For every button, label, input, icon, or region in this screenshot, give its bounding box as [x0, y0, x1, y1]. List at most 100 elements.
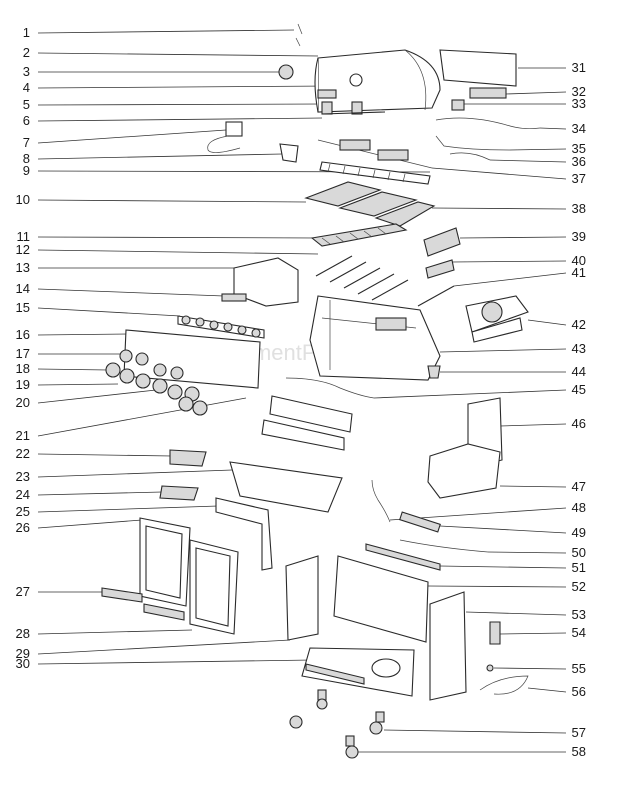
leader-line-36 — [489, 159, 567, 163]
callout-label-2: 2 — [23, 45, 30, 60]
callout-label-13: 13 — [16, 260, 30, 275]
callout-label-37: 37 — [572, 171, 586, 186]
leader-line-54 — [499, 632, 567, 635]
part-motor-bracket — [451, 99, 465, 111]
part-door-handles — [101, 587, 185, 621]
part-spit-rod — [435, 135, 511, 151]
callout-label-6: 6 — [23, 113, 30, 128]
part-rail — [365, 543, 441, 571]
part-doors — [139, 517, 239, 635]
callout-label-30: 30 — [16, 656, 30, 671]
leader-line-49 — [439, 525, 567, 534]
leader-line-2 — [37, 52, 319, 57]
callout-label-38: 38 — [572, 201, 586, 216]
callout-label-23: 23 — [16, 469, 30, 484]
part-manifold-valves — [177, 315, 265, 339]
leader-line-14 — [37, 288, 225, 297]
leader-line-21 — [37, 397, 247, 437]
part-warming-rack — [319, 161, 431, 185]
part-catch-box — [215, 497, 273, 571]
callout-label-32: 32 — [572, 84, 586, 99]
leader-line-39 — [459, 236, 567, 239]
callout-label-14: 14 — [16, 281, 30, 296]
callout-label-21: 21 — [16, 428, 30, 443]
part-infrared-box — [423, 227, 461, 257]
callout-label-48: 48 — [572, 500, 586, 515]
leader-line-12 — [37, 249, 319, 255]
part-side-burner — [465, 295, 529, 343]
leader-lines — [37, 29, 567, 753]
part-clip — [427, 365, 441, 379]
callout-label-45: 45 — [572, 382, 586, 397]
part-burner-wire — [449, 152, 491, 161]
callout-label-27: 27 — [16, 584, 30, 599]
callout-label-46: 46 — [572, 416, 586, 431]
callout-label-28: 28 — [16, 626, 30, 641]
leader-line-50 — [487, 551, 567, 554]
part-light-wire — [207, 121, 243, 153]
part-drip-pan — [159, 485, 199, 501]
leader-line-45 — [373, 389, 567, 399]
callout-label-55: 55 — [572, 661, 586, 676]
leader-line-25 — [37, 505, 219, 513]
part-back-panel — [333, 555, 429, 643]
callout-label-33: 33 — [572, 96, 586, 111]
part-crossover-tube — [285, 377, 375, 399]
callout-label-35: 35 — [572, 141, 586, 156]
leader-line-28 — [37, 629, 193, 635]
part-side-burner-lid — [427, 397, 503, 499]
callout-label-18: 18 — [16, 361, 30, 376]
leader-line-51 — [439, 565, 567, 569]
callout-labels: 1234567891011121314151617181920212223242… — [16, 25, 586, 759]
part-gas-hose — [371, 479, 391, 523]
callout-label-12: 12 — [16, 242, 30, 257]
part-handle — [469, 87, 507, 99]
leader-line-15 — [37, 307, 181, 317]
part-bracket — [279, 143, 299, 163]
callout-label-8: 8 — [23, 151, 30, 166]
callout-label-54: 54 — [572, 625, 586, 640]
leader-line-32 — [505, 91, 567, 95]
leader-line-11 — [37, 236, 319, 239]
callout-label-44: 44 — [572, 364, 586, 379]
callout-label-16: 16 — [16, 327, 30, 342]
leader-line-56 — [527, 687, 567, 693]
leader-line-26 — [37, 519, 143, 529]
part-cooking-grates — [304, 181, 436, 227]
part-cookbox — [309, 295, 441, 381]
callout-label-50: 50 — [572, 545, 586, 560]
callout-label-58: 58 — [572, 744, 586, 759]
callout-label-47: 47 — [572, 479, 586, 494]
part-burner-tubes — [315, 255, 409, 301]
leader-line-16 — [37, 333, 131, 336]
parts — [101, 23, 541, 759]
callout-label-43: 43 — [572, 341, 586, 356]
callout-label-49: 49 — [572, 525, 586, 540]
leader-line-6 — [37, 117, 323, 122]
callout-label-11: 11 — [17, 229, 31, 244]
leader-line-34 — [539, 127, 567, 130]
callout-label-36: 36 — [572, 154, 586, 169]
part-thermometer — [278, 64, 294, 80]
leader-line-46 — [499, 423, 567, 427]
leader-line-47 — [499, 485, 567, 488]
callout-label-42: 42 — [572, 317, 586, 332]
leader-line-23 — [37, 469, 233, 478]
part-rear-panels — [261, 395, 353, 451]
leader-line-35 — [509, 148, 567, 151]
callout-label-15: 15 — [16, 300, 30, 315]
part-regulator-hose — [399, 539, 489, 553]
callout-label-5: 5 — [23, 97, 30, 112]
callout-label-25: 25 — [16, 504, 30, 519]
part-lid — [314, 49, 441, 115]
leader-line-7 — [37, 129, 227, 144]
part-frame-left — [285, 555, 319, 641]
leader-line-20 — [37, 389, 157, 404]
part-tank-bracket — [489, 621, 501, 645]
callout-label-20: 20 — [16, 395, 30, 410]
leader-line-24 — [37, 491, 163, 496]
callout-label-40: 40 — [572, 253, 586, 268]
callout-label-22: 22 — [16, 446, 30, 461]
part-warming-cover — [439, 49, 517, 87]
